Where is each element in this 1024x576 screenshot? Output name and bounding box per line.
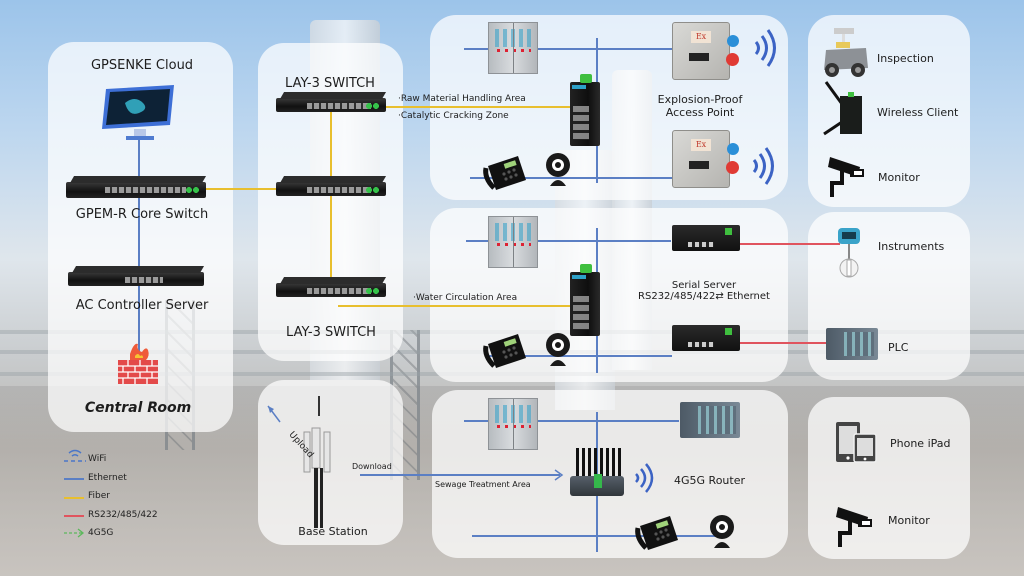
explosion-proof-ap-label: Explosion-Proof Access Point	[658, 93, 743, 119]
webcam-icon	[546, 153, 570, 186]
endpoint-inspection-label: Inspection	[877, 52, 934, 65]
inspection-robot-icon	[824, 28, 868, 77]
wifi-signal-icon	[635, 463, 654, 493]
fiber-link-switch-trunk	[330, 112, 332, 290]
top-lay3-switch-device	[276, 98, 386, 112]
zone-sewage-label: Sewage Treatment Area	[435, 480, 531, 489]
fiber-link-core-to-switch	[205, 188, 280, 190]
control-cabinet-device	[488, 398, 538, 450]
endpoint-monitor-label: Monitor	[878, 171, 920, 184]
telephone-icon	[635, 516, 678, 550]
phone-tablet-icon	[836, 422, 877, 463]
ap-label-line2: Access Point	[665, 106, 735, 119]
middle-lay3-switch-device	[276, 182, 386, 196]
firewall-icon	[118, 343, 158, 384]
legend-ethernet-swatch	[64, 478, 84, 480]
ethernet-link	[466, 240, 671, 242]
zone-raw-material-label: ·Raw Material Handling Area	[398, 94, 526, 104]
core-switch-device	[66, 182, 206, 198]
arrow-right-icon	[554, 469, 564, 481]
zone-catalytic-label: ·Catalytic Cracking Zone	[398, 111, 509, 121]
cctv-camera-icon	[828, 157, 864, 197]
serial-link-instruments	[738, 243, 840, 245]
serial-label-line1: Serial Server	[671, 280, 737, 291]
legend-fiber-swatch	[64, 497, 84, 499]
plc-icon	[826, 328, 878, 360]
ac-server-label: AC Controller Server	[75, 298, 209, 313]
bottom-switch-label: LAY-3 SWITCH	[286, 325, 376, 340]
top-switch-label: LAY-3 SWITCH	[285, 76, 375, 91]
endpoint-phone-ipad-label: Phone iPad	[890, 437, 951, 450]
ap-label-line1: Explosion-Proof	[657, 93, 743, 106]
legend-4g5g-label: 4G5G	[88, 528, 114, 538]
ethernet-link	[472, 535, 722, 537]
serial-server-device	[672, 325, 740, 351]
core-switch-label: GPEM-R Core Switch	[75, 207, 209, 222]
explosion-proof-ap-device: Ex	[672, 22, 739, 80]
base-station-panel	[258, 380, 403, 545]
legend-4g5g-swatch	[64, 528, 85, 538]
wifi-signal-icon	[754, 29, 776, 67]
ethernet-link	[464, 48, 674, 50]
legend-wifi-swatch	[64, 449, 86, 462]
endpoint-wireless-client-label: Wireless Client	[877, 106, 959, 119]
cloud-title: GPSENKE Cloud	[90, 58, 194, 73]
download-label: Download	[352, 462, 392, 471]
central-room-label: Central Room	[84, 400, 192, 416]
serial-link-plc	[738, 342, 830, 344]
ethernet-link-core-vertical	[138, 140, 140, 370]
control-cabinet-device	[488, 216, 538, 268]
ac-controller-device	[68, 272, 204, 286]
fiber-link-mid-area	[338, 305, 570, 307]
monitor-dashboard-icon	[102, 85, 174, 140]
webcam-icon	[710, 515, 734, 548]
download-link	[360, 474, 560, 476]
ethernet-link	[470, 177, 675, 179]
zone-water-label: ·Water Circulation Area	[413, 293, 518, 303]
telephone-icon	[483, 334, 526, 368]
legend-rs232-swatch	[64, 515, 84, 517]
bottom-lay3-switch-device	[276, 283, 386, 297]
serial-server-label: Serial Server RS232/485/422⇄ Ethernet	[638, 280, 770, 302]
router-label: 4G5G Router	[674, 474, 745, 487]
legend-fiber-label: Fiber	[88, 491, 110, 501]
4g5g-router-device	[570, 448, 624, 496]
plc-device	[680, 402, 740, 438]
endpoint-plc-label: PLC	[888, 341, 909, 354]
cctv-camera-icon	[836, 507, 872, 547]
legend-wifi-label: WiFi	[88, 454, 107, 464]
industrial-switch-device	[570, 264, 600, 336]
base-station-label: Base Station	[298, 525, 368, 538]
wifi-signal-icon	[752, 147, 774, 185]
flow-meter-icon	[838, 228, 860, 278]
explosion-proof-ap-device: Ex	[672, 130, 739, 188]
legend-rs232-label: RS232/485/422	[88, 510, 158, 520]
industrial-switch-device	[570, 74, 600, 146]
base-station-tower-icon	[267, 396, 331, 528]
endpoint-instruments-label: Instruments	[878, 240, 945, 253]
telephone-icon	[483, 156, 526, 190]
endpoints-top-panel	[808, 15, 970, 207]
legend-ethernet-label: Ethernet	[88, 473, 127, 483]
fiber-link-top-area	[385, 106, 570, 108]
ethernet-link	[464, 420, 679, 422]
wireless-client-icon	[823, 81, 862, 136]
control-cabinet-device	[488, 22, 538, 74]
ethernet-link	[488, 355, 672, 357]
endpoints-bottom-panel	[808, 397, 970, 559]
serial-label-line2: RS232/485/422⇄ Ethernet	[638, 291, 770, 302]
endpoint-monitor-label: Monitor	[888, 514, 930, 527]
webcam-icon	[546, 333, 570, 366]
serial-server-device	[672, 225, 740, 251]
